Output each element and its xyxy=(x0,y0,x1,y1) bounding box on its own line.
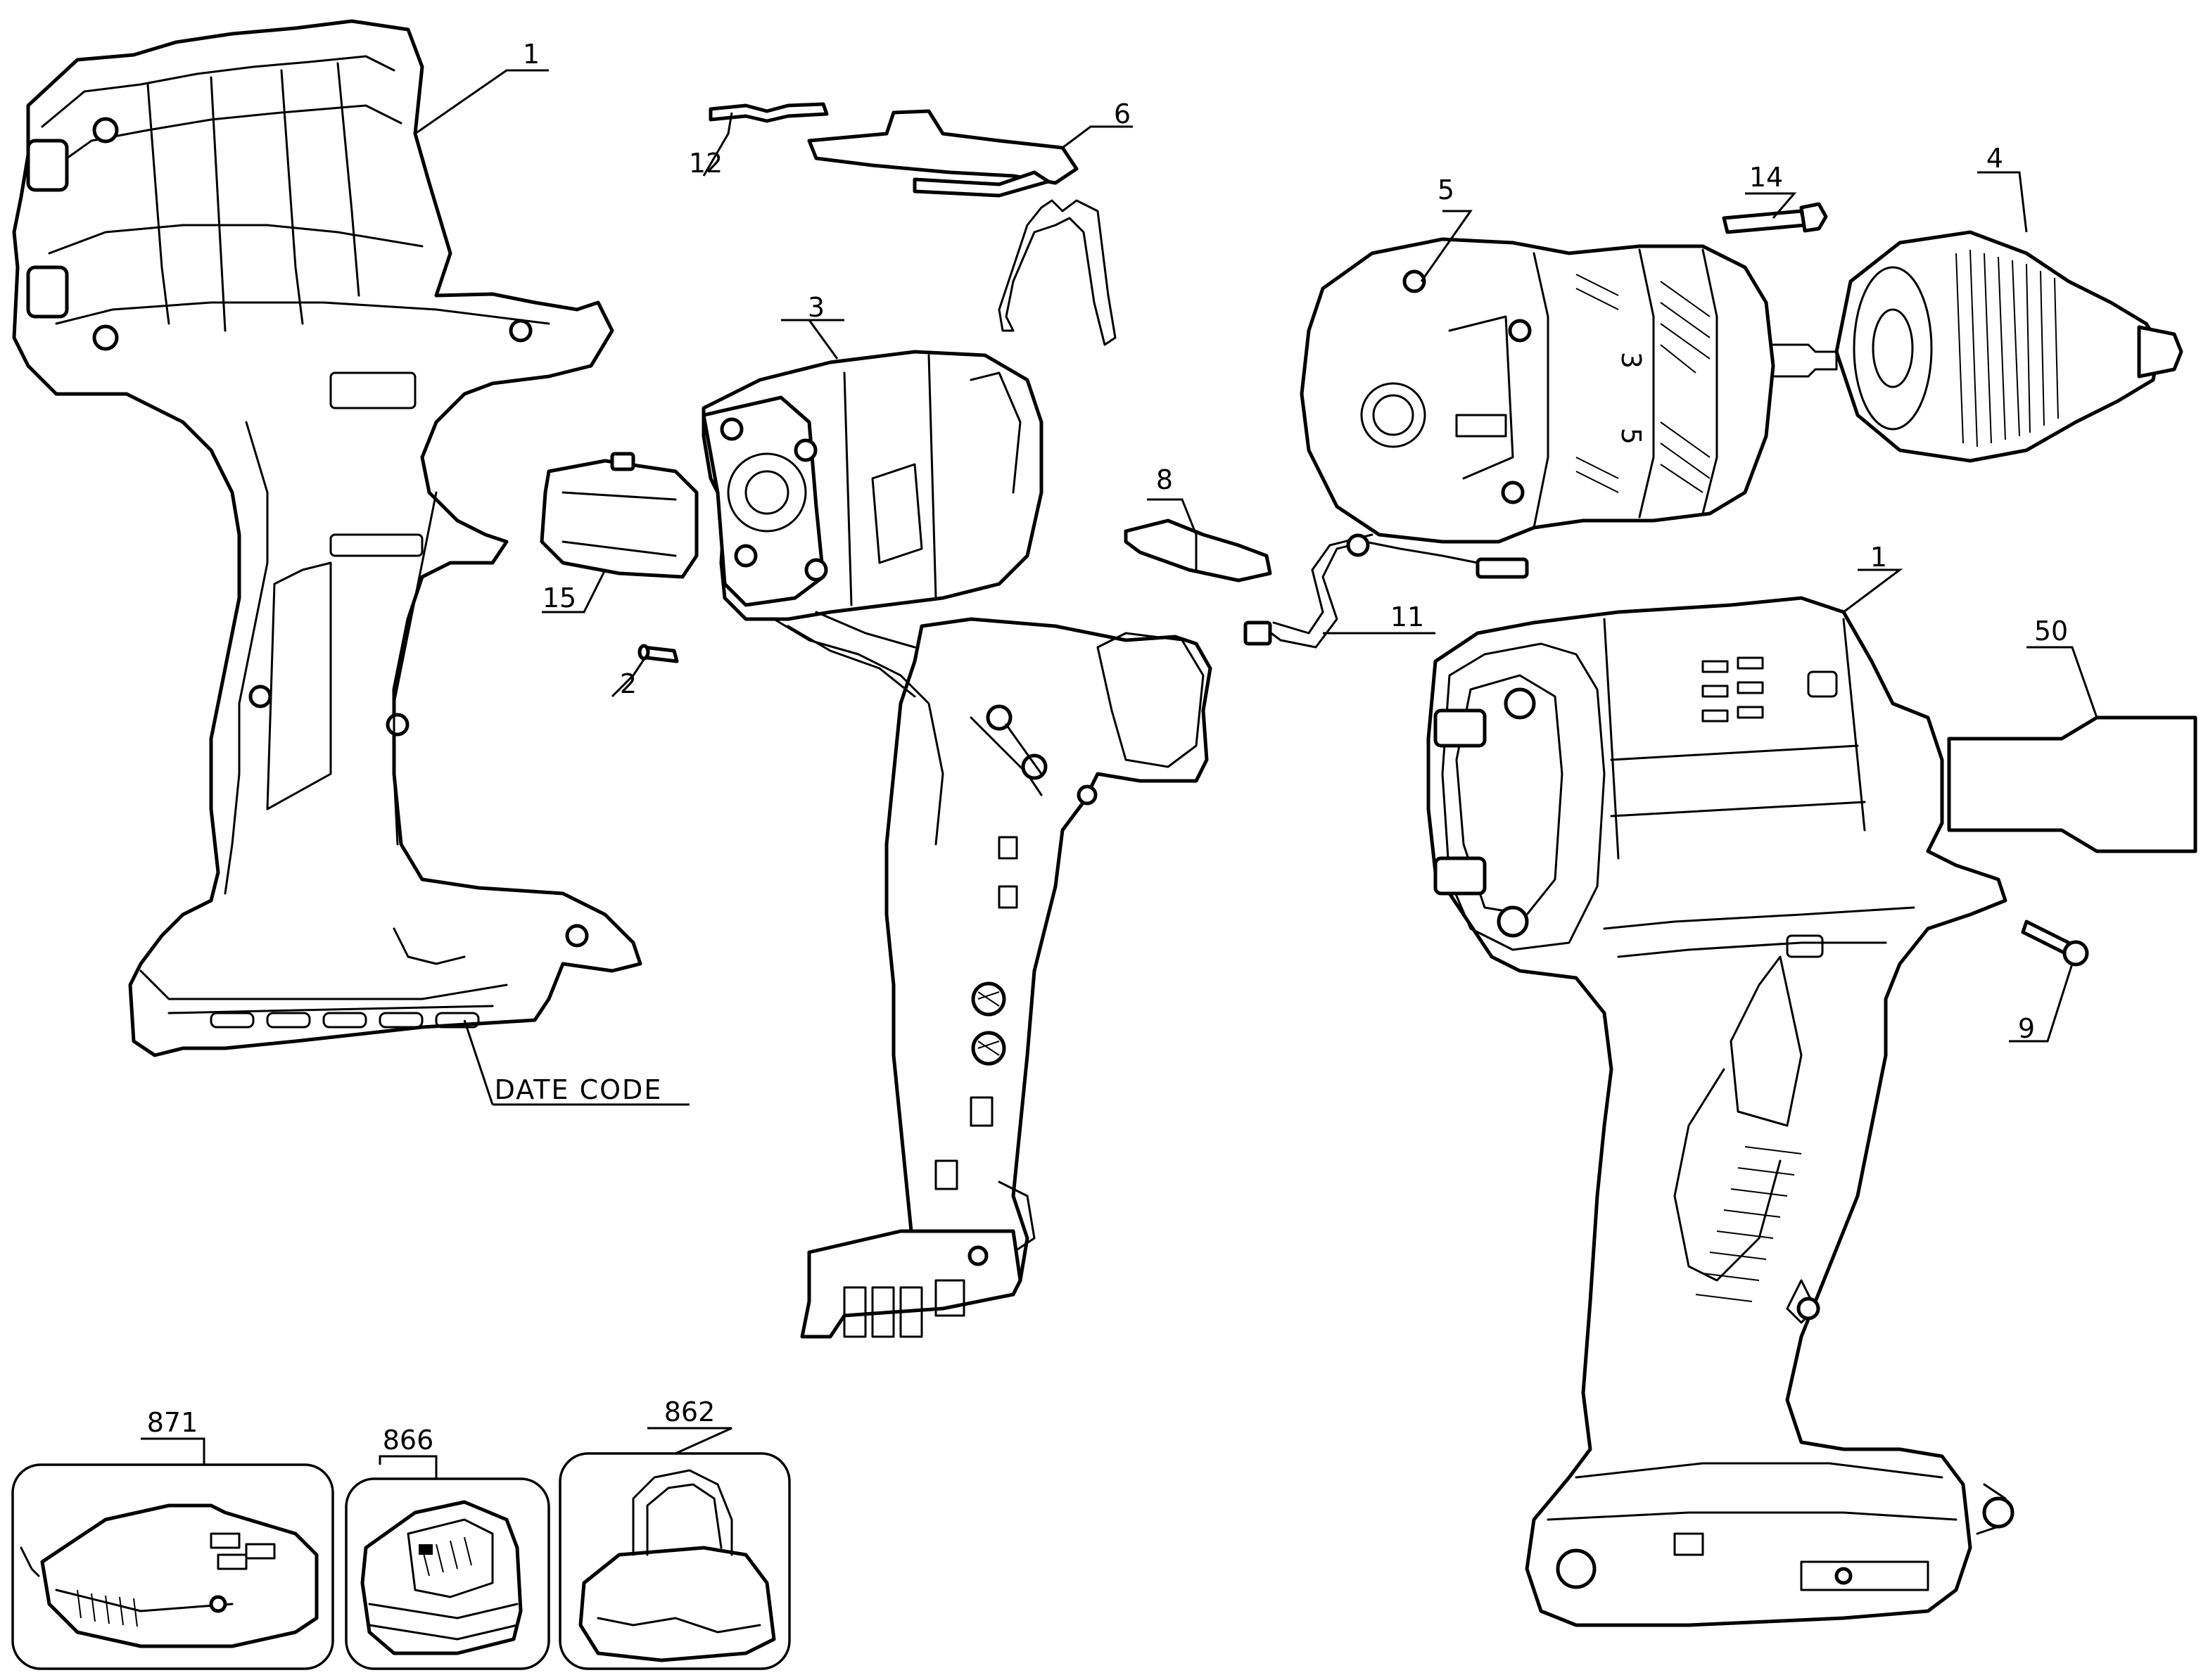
shift-pad-part xyxy=(1124,518,1272,583)
label-accessory-charger: 871 xyxy=(147,1407,198,1438)
nameplate-part xyxy=(1947,715,2197,853)
label-screw: 9 xyxy=(2018,1013,2035,1044)
chuck-screw-part xyxy=(1722,202,1828,234)
label-accessory-bag: 862 xyxy=(664,1396,716,1427)
label-led: 2 xyxy=(620,668,637,699)
label-transmission: 5 xyxy=(1438,174,1454,205)
clip-part xyxy=(540,452,699,579)
speed-mark-3: 3 xyxy=(1616,352,1647,369)
label-chuck-screw: 14 xyxy=(1749,162,1783,193)
label-chuck: 4 xyxy=(1986,143,2003,174)
accessory-battery xyxy=(345,1477,550,1670)
motor-assembly xyxy=(702,350,1043,621)
shifter-part xyxy=(807,109,1117,346)
transmission-assembly: 3 5 xyxy=(1300,237,1838,544)
label-housing-left: 1 xyxy=(523,39,540,70)
switch-and-wiring-assembly xyxy=(773,611,1212,1339)
label-clip: 15 xyxy=(543,583,576,613)
accessory-charger xyxy=(11,1463,334,1670)
chuck-assembly xyxy=(1834,230,2183,463)
label-shifter: 6 xyxy=(1114,98,1131,129)
part-labels: 1 12 6 3 5 14 4 8 15 2 11 1 50 9 DATE CO… xyxy=(147,39,2068,1456)
wire-part xyxy=(1243,533,1529,649)
accessory-bag xyxy=(559,1452,791,1670)
label-spring: 12 xyxy=(689,148,723,179)
assembled-drill-housing xyxy=(1426,596,2015,1627)
label-wire: 11 xyxy=(1390,602,1424,632)
label-date-code: DATE CODE xyxy=(495,1074,663,1105)
spring-part xyxy=(709,102,829,123)
label-nameplate: 50 xyxy=(2034,616,2068,647)
label-shift-pad: 8 xyxy=(1156,464,1173,495)
leader-lines xyxy=(141,69,2098,1479)
label-accessory-battery: 866 xyxy=(383,1425,434,1456)
screw-part xyxy=(2021,919,2089,967)
left-housing-half xyxy=(12,19,642,1057)
label-housing-right: 1 xyxy=(1870,542,1887,573)
label-motor: 3 xyxy=(808,292,825,323)
speed-mark-5: 5 xyxy=(1616,428,1647,445)
